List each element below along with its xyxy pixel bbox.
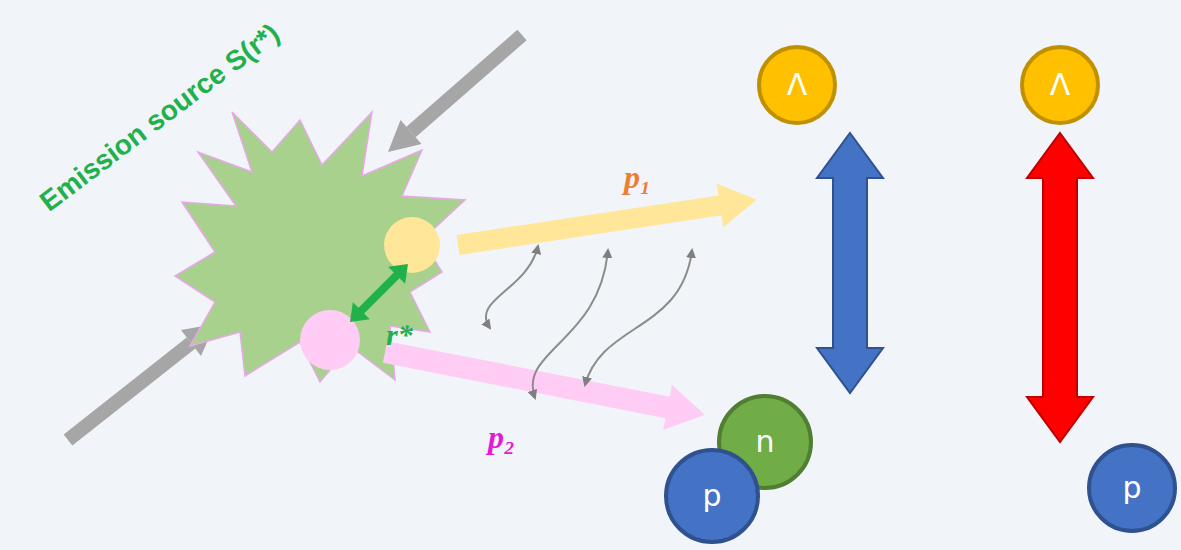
interaction-arrow	[817, 133, 883, 393]
source-label: Emission source S(r*)	[35, 18, 286, 218]
momentum-arrow	[381, 329, 710, 437]
particle-symbol: Λ	[787, 70, 808, 100]
momentum-label: p₁	[624, 160, 651, 195]
interaction-arrow	[1027, 133, 1093, 442]
particle-symbol: Λ	[1050, 70, 1071, 100]
beam-arrow	[388, 35, 522, 152]
momentum-label: p₂	[488, 420, 515, 455]
particle-symbol: p	[702, 481, 721, 511]
interaction-squiggle	[486, 246, 692, 398]
particle-dot	[384, 217, 440, 273]
lambda-particle: Λ	[1020, 45, 1100, 125]
lambda-particle: Λ	[757, 45, 837, 125]
emission-burst	[175, 112, 465, 382]
particle-symbol: p	[1122, 473, 1141, 503]
proton-particle: p	[1087, 443, 1177, 533]
proton-particle: p	[664, 448, 760, 544]
particle-symbol: n	[755, 427, 774, 457]
distance-label: r*	[386, 318, 413, 351]
